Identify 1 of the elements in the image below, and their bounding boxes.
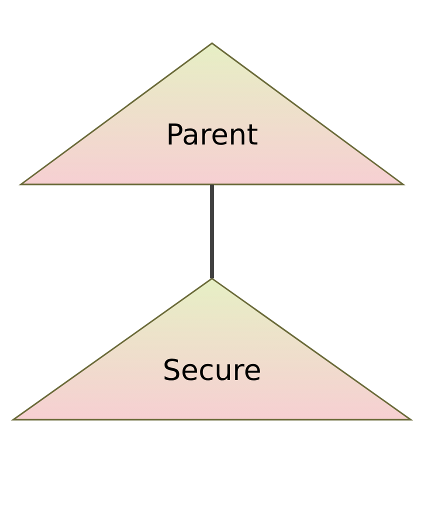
- connector: [210, 184, 214, 278]
